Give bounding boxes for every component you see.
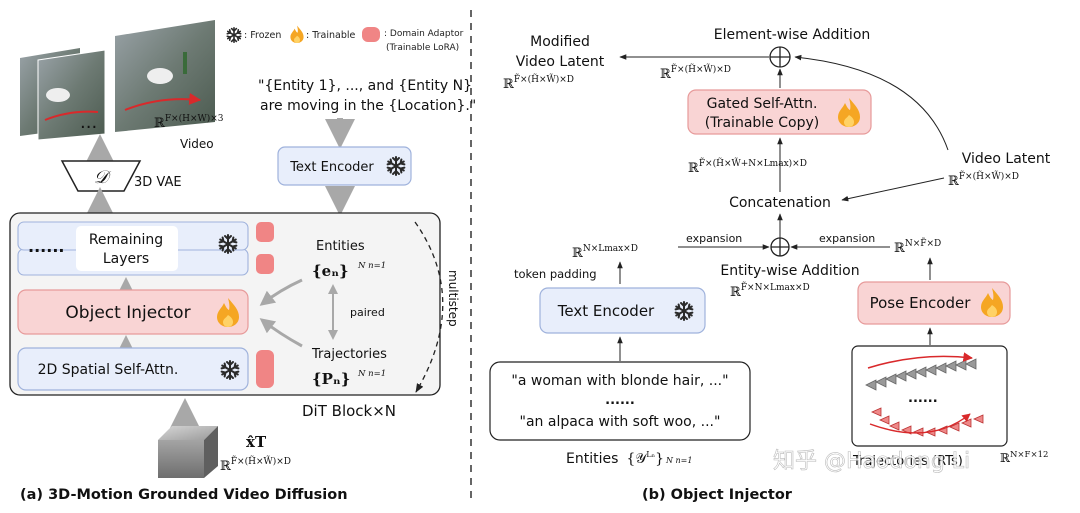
entity-wise-label: Entity-wise Addition — [720, 263, 859, 279]
prompt-line-1: "{Entity 1}, ..., and {Entity N} — [258, 78, 472, 94]
trajectories-caption: Trajectories (RTs) — [852, 454, 963, 469]
expansion-left-label: expansion — [686, 232, 742, 245]
text-feature-dim: ℝN×Lmax×D — [572, 244, 638, 261]
left-text-encoder-block — [277, 146, 412, 186]
entity-wise-dim: ℝF̃×N×Lmax×D — [730, 281, 810, 300]
x-hat-label: x̂T — [246, 433, 267, 451]
video-dots: ... — [80, 112, 97, 133]
frozen-legend-icon — [226, 26, 242, 44]
legend: : Frozen : Trainable : Domain Adaptor (T… — [226, 25, 464, 53]
alpaca-shape — [46, 88, 70, 102]
element-wise-label: Element-wise Addition — [714, 27, 871, 43]
arrow-trajectories-to-injector — [259, 318, 303, 348]
vae-block — [60, 160, 142, 192]
entities-index: N n=1 — [357, 261, 386, 271]
trajectory-arrow-top — [867, 352, 973, 369]
sample-text-2: "an alpaca with soft woo, ..." — [520, 414, 721, 430]
remaining-label-1: Remaining — [89, 232, 163, 248]
object-injector-block — [17, 289, 249, 335]
element-wise-add-node — [769, 46, 791, 68]
entities-caption: Entities{𝒴Lₙ}N n=1 — [566, 450, 692, 467]
trajectories-label: Trajectories — [311, 347, 387, 362]
ew-dim: ℝF̃×(H̃×W̃)×D — [660, 63, 731, 82]
legend-frozen: : Frozen — [244, 30, 281, 41]
trajectories-math: {Pₙ} — [312, 370, 350, 388]
vae-symbol: 𝒟 — [94, 167, 112, 188]
paired-label: paired — [350, 306, 385, 319]
alpaca-shape — [147, 68, 173, 84]
latent-cube — [158, 426, 218, 478]
trajectory-cones-top — [865, 358, 977, 391]
prompt-line-2: are moving in the {Location}." — [260, 98, 476, 114]
dit-block-label: DiT Block×N — [302, 402, 396, 420]
trajectories-index: N n=1 — [357, 369, 386, 379]
adaptor-remaining-1 — [256, 222, 274, 242]
latent-dim: ℝF̃×(H̃×W̃)×D — [220, 455, 291, 474]
video-frames: ... — [20, 20, 215, 141]
adaptor-remaining-2 — [256, 254, 274, 274]
video-label: Video — [180, 137, 214, 151]
concatenation-label: Concatenation — [729, 195, 831, 211]
right-text-encoder-label: Text Encoder — [557, 302, 655, 320]
entity-wise-add-node — [770, 237, 790, 257]
pose-encoder-label: Pose Encoder — [870, 294, 972, 312]
concat-dim: ℝF̃×(H̃×W̃+N×Lmax)×D — [688, 157, 807, 176]
caption-b: (b) Object Injector — [642, 487, 793, 503]
right-text-encoder-block — [539, 287, 706, 334]
legend-adaptor-sub: (Trainable LoRA) — [386, 43, 459, 53]
caption-a: (a) 3D-Motion Grounded Video Diffusion — [20, 487, 348, 503]
trajectory-arrow-bottom — [869, 413, 971, 434]
expansion-right-label: expansion — [819, 232, 875, 245]
legend-trainable: : Trainable — [306, 30, 356, 41]
remaining-dots: ...... — [28, 237, 64, 256]
multistep-loop — [414, 221, 444, 393]
trajectory-dots: ...... — [908, 391, 938, 406]
entity-text-box — [489, 361, 751, 441]
arrow-latent-to-ew — [794, 54, 949, 151]
left-text-encoder-label: Text Encoder — [289, 160, 374, 175]
sample-text-1: "a woman with blonde hair, ..." — [511, 373, 728, 389]
legend-adaptor: : Domain Adaptor — [384, 29, 464, 39]
arrow-latent-to-concat — [841, 177, 945, 202]
remaining-label-box — [76, 226, 178, 271]
person-shape — [183, 52, 187, 74]
arrow-entities-to-injector — [259, 278, 303, 306]
multistep-label: multistep — [446, 270, 460, 327]
gated-attn-label-1: Gated Self-Attn. — [707, 96, 818, 112]
entities-label: Entities — [316, 239, 365, 254]
adaptor-spatial — [256, 350, 274, 388]
video-latent-label: Video Latent — [962, 151, 1051, 167]
spatial-attn-label: 2D Spatial Self-Attn. — [38, 362, 179, 378]
vae-label: 3D VAE — [134, 175, 182, 190]
modified-latent-label-2: Video Latent — [516, 54, 605, 70]
pose-encoder-block — [857, 281, 1011, 325]
trajectory-curve — [44, 110, 99, 121]
gated-attn-label-2: (Trainable Copy) — [705, 115, 819, 131]
sample-dots: ...... — [605, 393, 635, 408]
trajectory-curve — [124, 92, 202, 111]
spatial-attn-block — [17, 347, 249, 391]
watermark: 知乎 @Haodong Li — [773, 449, 970, 474]
modified-latent-dim: ℝF̃×(H̃×W̃)×D — [503, 73, 574, 92]
video-latent-dim: ℝF̃×(H̃×W̃)×D — [948, 170, 1019, 189]
entities-math: {eₙ} — [312, 262, 349, 280]
pose-feature-dim: ℝN×F̃×D — [894, 237, 941, 256]
trainable-legend-icon — [290, 25, 304, 43]
adaptor-legend-icon — [362, 27, 380, 42]
remaining-label-2: Layers — [103, 251, 149, 267]
gated-attn-block — [687, 89, 872, 135]
token-padding-label: token padding — [514, 267, 597, 281]
video-dim: ℝF×(H×W)×3 — [154, 113, 224, 131]
trajectory-dim: ℝN×F×12 — [1000, 450, 1048, 465]
object-injector-label: Object Injector — [65, 303, 190, 323]
modified-latent-label-1: Modified — [530, 34, 590, 50]
